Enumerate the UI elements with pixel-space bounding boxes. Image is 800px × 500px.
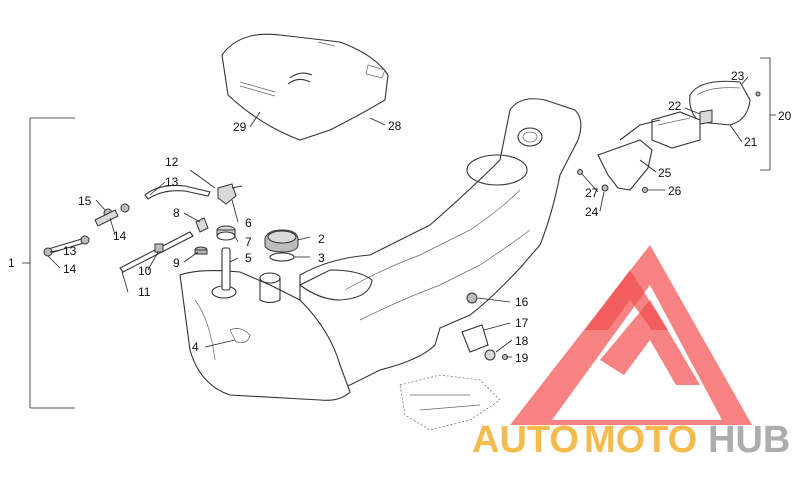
callout-3: 3 <box>318 251 325 265</box>
callout-12: 12 <box>165 155 179 169</box>
callout-26: 26 <box>668 184 682 198</box>
callout-8: 8 <box>173 206 180 220</box>
watermark-text-moto: MOTO <box>584 419 697 461</box>
fuel-reservoir-part <box>179 269 351 401</box>
hose-clamps-part <box>94 203 130 227</box>
callout-27: 27 <box>585 186 599 200</box>
seat-cover-part <box>221 33 389 141</box>
watermark-text-hub: HUB <box>708 419 790 461</box>
watermark-text-auto: AUTO <box>472 419 579 461</box>
callout-19: 19 <box>515 351 529 365</box>
fuel-valve-part <box>217 183 243 205</box>
callout-20: 20 <box>778 109 792 123</box>
callout-14-upper: 14 <box>113 229 127 243</box>
vent-hose-part <box>119 231 194 273</box>
callout-13-lower: 13 <box>63 244 77 258</box>
callout-2: 2 <box>318 232 325 246</box>
callout-21: 21 <box>744 135 758 149</box>
callout-6: 6 <box>245 216 252 230</box>
callout-14-lower: 14 <box>63 262 77 276</box>
callout-7: 7 <box>245 235 252 249</box>
group-bracket-1 <box>22 117 75 409</box>
callout-4: 4 <box>192 340 199 354</box>
tail-light-bulb-part <box>699 109 713 125</box>
tail-light-housing-part <box>689 80 751 126</box>
fuel-tank-body <box>298 98 582 391</box>
callout-9: 9 <box>173 256 180 270</box>
grommet-part <box>216 225 236 241</box>
callout-5: 5 <box>245 251 252 265</box>
group-bracket-20 <box>760 57 776 171</box>
callout-24: 24 <box>585 205 599 219</box>
elbow-fitting-part <box>195 217 209 233</box>
callout-28: 28 <box>388 119 402 133</box>
fuel-hose-lower-part <box>43 235 90 257</box>
callout-22: 22 <box>668 99 682 113</box>
callout-17: 17 <box>515 316 529 330</box>
callout-15: 15 <box>78 194 92 208</box>
washer-part <box>194 246 208 255</box>
leader-lines <box>47 76 749 358</box>
fuel-cap-part <box>264 229 299 253</box>
callout-23: 23 <box>731 69 745 83</box>
callout-10: 10 <box>138 264 152 278</box>
callout-13-upper: 13 <box>165 175 179 189</box>
pickup-tube-part <box>221 247 231 291</box>
callout-16: 16 <box>515 295 529 309</box>
callout-18: 18 <box>515 334 529 348</box>
callout-11: 11 <box>138 285 151 299</box>
mount-bracket-part <box>461 292 508 361</box>
tail-light-lens-part <box>651 111 701 149</box>
tail-light-hardware-part <box>577 91 761 193</box>
callout-labels: 1 2 3 4 5 6 7 8 9 10 11 12 13 13 14 14 1… <box>8 69 792 365</box>
chassis-background <box>399 374 501 431</box>
watermark-logo: AUTO MOTO HUB <box>472 245 790 461</box>
tail-light-bracket-part <box>597 119 661 191</box>
callout-25: 25 <box>658 166 672 180</box>
callout-1: 1 <box>8 256 15 270</box>
callout-29: 29 <box>233 120 247 134</box>
cap-gasket-part <box>269 252 295 262</box>
